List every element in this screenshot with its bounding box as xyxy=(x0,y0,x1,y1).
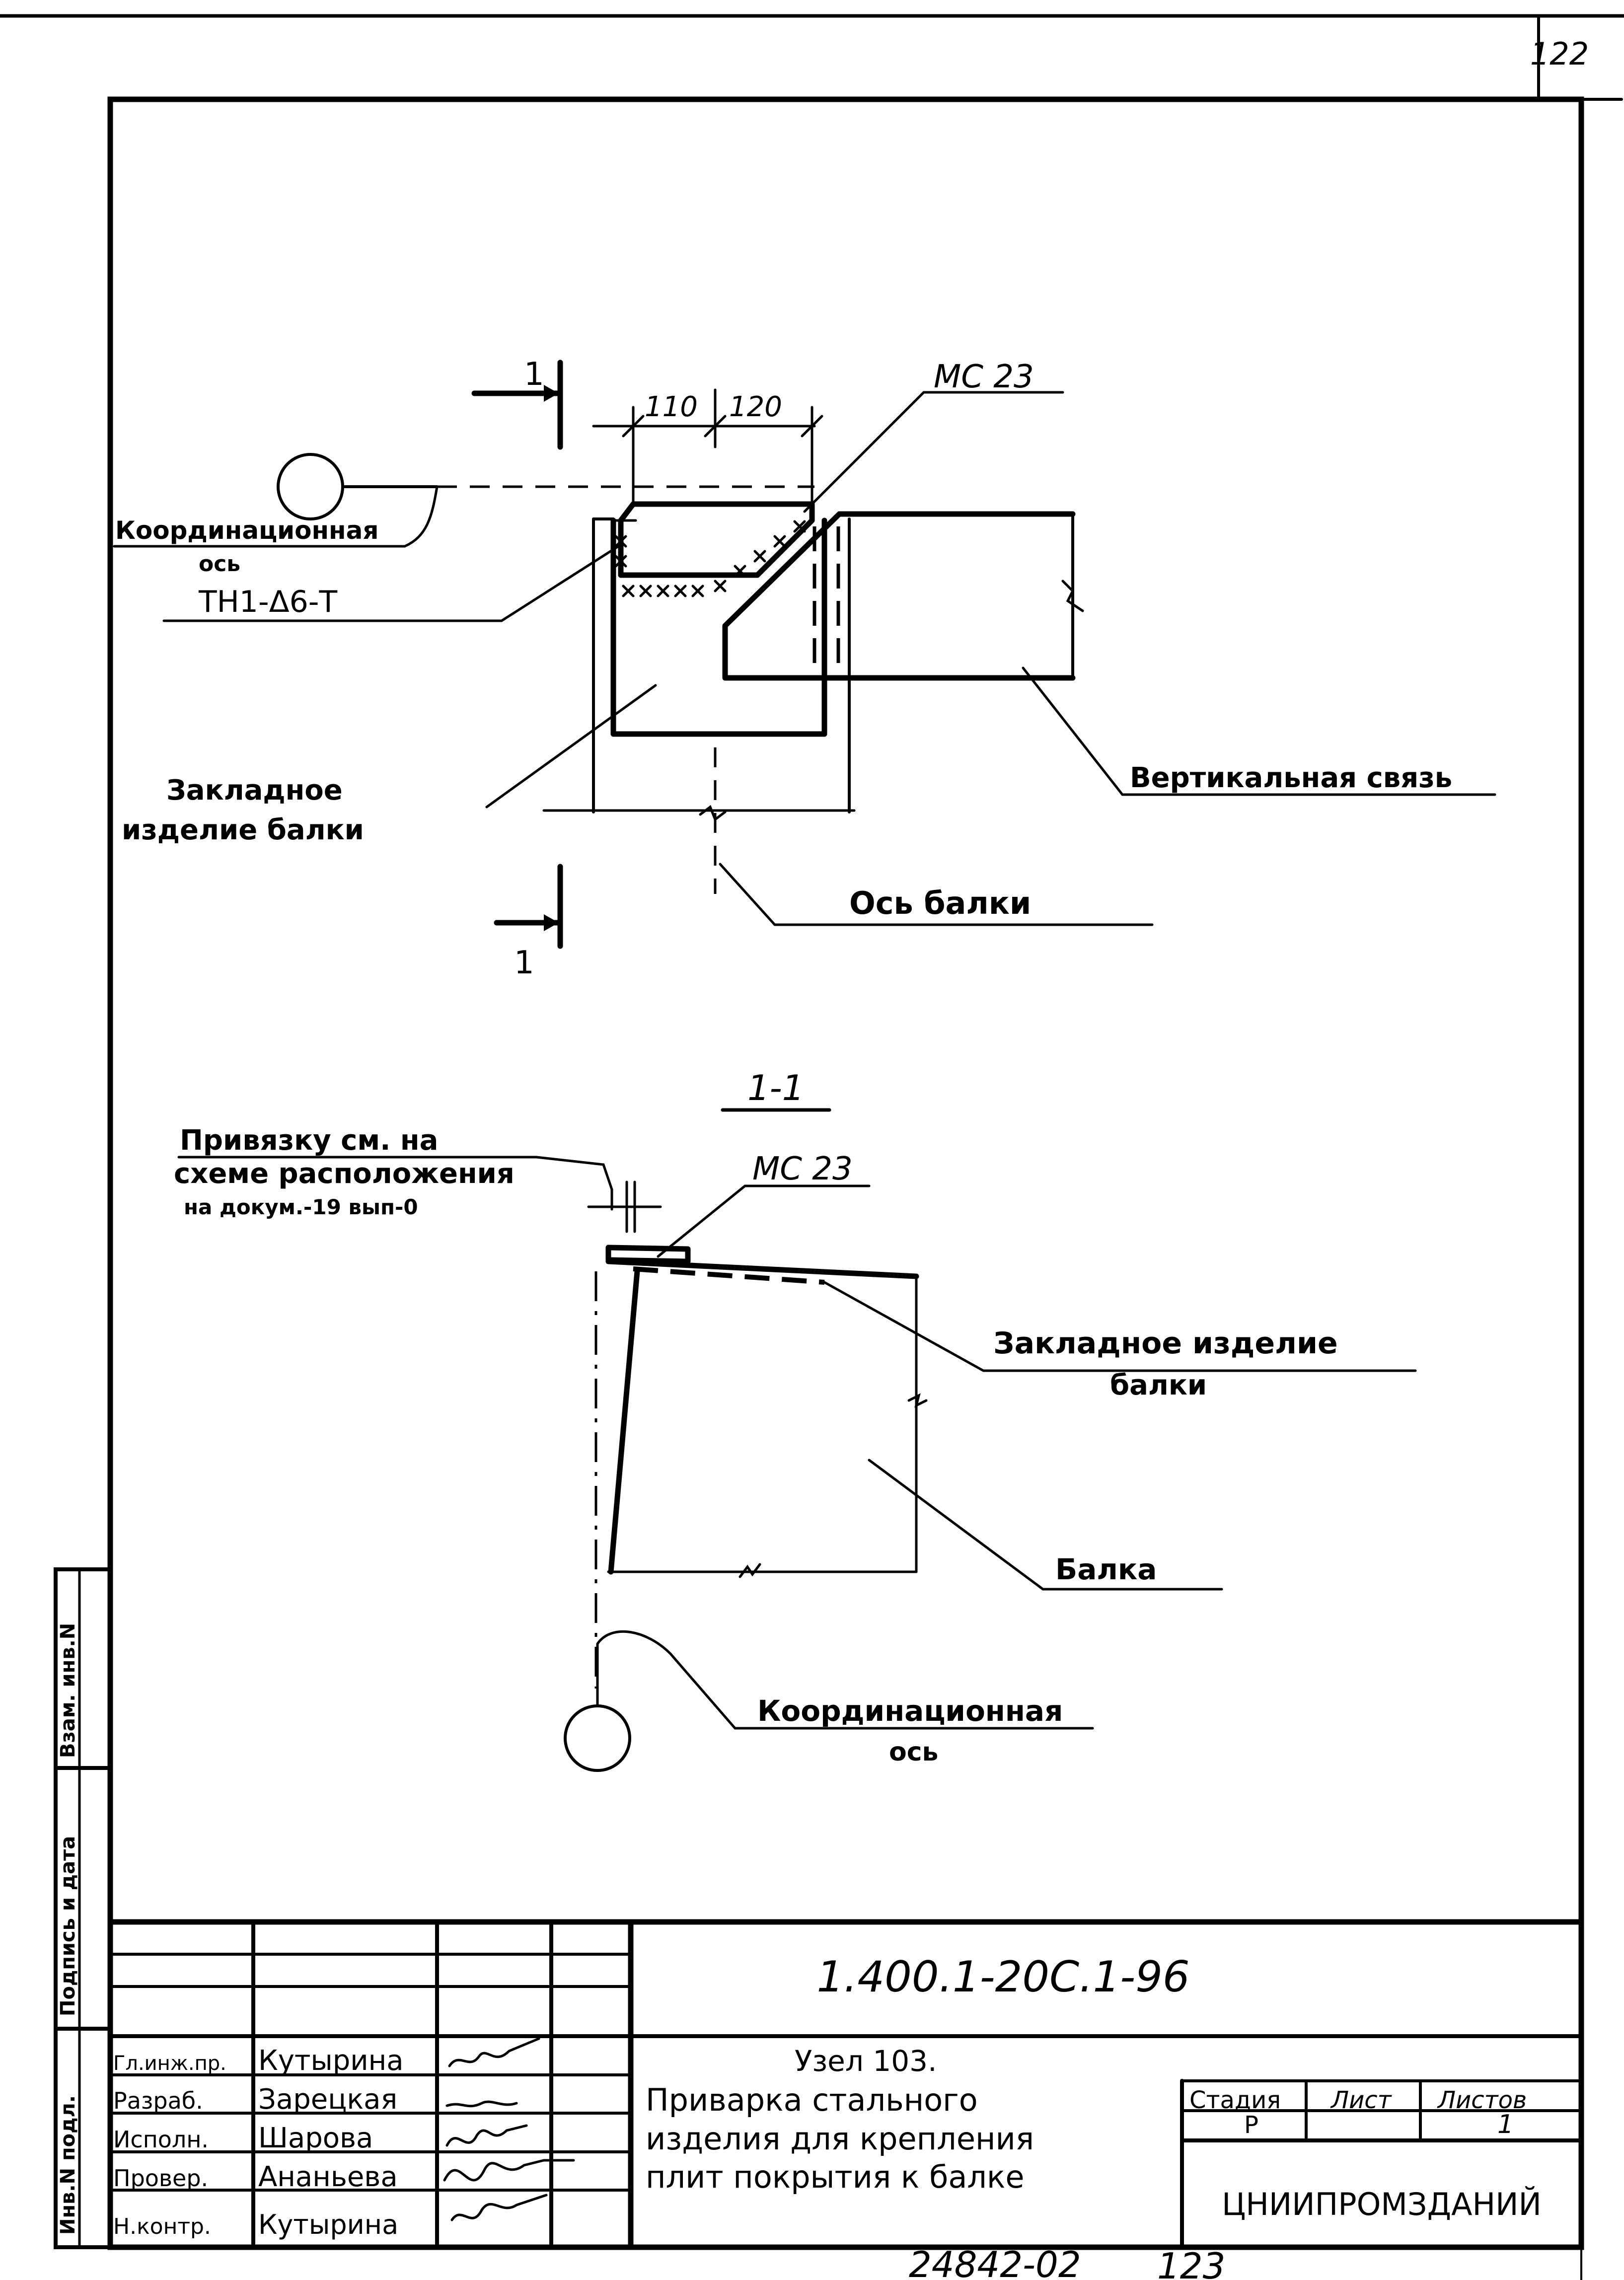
sheets-header: Листов xyxy=(1437,2086,1527,2114)
role-4: Н.контр. xyxy=(113,2214,211,2239)
name-2: Шарова xyxy=(258,2122,373,2154)
embedded-label-section-2: балки xyxy=(1110,1369,1207,1401)
dimension-120: 120 xyxy=(729,391,782,423)
title-line-3: изделия для крепления xyxy=(646,2121,1034,2157)
footer-right: 123 xyxy=(1157,2245,1225,2280)
side-stamp-podpis: Подпись и дата xyxy=(57,1836,79,2016)
weld-mark-plan: МС 23 xyxy=(934,359,1034,395)
footer-left: 24842-02 xyxy=(909,2244,1081,2280)
title-line-2: Приварка стального xyxy=(646,2082,978,2118)
organization: ЦНИИПРОМЗДАНИЙ xyxy=(1222,2186,1542,2222)
name-3: Ананьева xyxy=(258,2161,398,2193)
role-1: Разраб. xyxy=(113,2087,203,2114)
sheets-value: 1 xyxy=(1497,2110,1514,2139)
role-3: Провер. xyxy=(113,2165,208,2192)
beam-axis-label: Ось балки xyxy=(849,885,1031,921)
weld-symbol: ТН1-Δ6-Т xyxy=(198,585,337,619)
side-stamp-vzam: Взам. инв.N xyxy=(57,1623,79,1758)
name-1: Зарецкая xyxy=(258,2083,397,2116)
name-0: Кутырина xyxy=(258,2045,404,2077)
sheet-header: Лист xyxy=(1330,2086,1393,2114)
document-code: 1.400.1-20С.1-96 xyxy=(816,1952,1189,2002)
side-stamp xyxy=(54,1567,112,2249)
embedded-label-section: Закладное изделие xyxy=(993,1326,1338,1361)
note-line-1: Привязку см. на xyxy=(180,1124,438,1157)
note-line-2: схеме расположения xyxy=(174,1158,515,1190)
sheet-frame xyxy=(0,14,1624,2280)
role-0: Гл.инж.пр. xyxy=(113,2052,226,2075)
signatures xyxy=(443,2037,575,2221)
vertical-brace-label: Вертикальная связь xyxy=(1130,762,1452,794)
coord-axis-label-plan: Координационная xyxy=(115,516,378,545)
section-view xyxy=(177,1108,1417,1772)
section-title: 1-1 xyxy=(747,1068,804,1108)
stage-header: Стадия xyxy=(1189,2086,1281,2114)
section-mark-top: 1 xyxy=(524,356,544,393)
note-line-3: на докум.-19 вып-0 xyxy=(184,1195,418,1219)
role-2: Исполн. xyxy=(113,2126,209,2153)
title-block xyxy=(107,1919,1584,2250)
coord-axis-label-section: Координационная xyxy=(757,1694,1063,1728)
sheet-number-top: 122 xyxy=(1530,36,1589,72)
plan-view xyxy=(113,360,1496,949)
beam-label: Балка xyxy=(1055,1552,1157,1586)
stage-value: Р xyxy=(1244,2111,1258,2139)
coord-axis-label-section-2: ось xyxy=(889,1737,938,1767)
section-mark-bottom: 1 xyxy=(514,945,534,981)
weld-mark-section: МС 23 xyxy=(752,1151,853,1187)
embedded-label-plan-2: изделие балки xyxy=(122,814,364,846)
coord-axis-label-plan-2: ось xyxy=(199,551,240,577)
dimension-110: 110 xyxy=(645,391,698,423)
side-stamp-inv-podl: Инв.N подл. xyxy=(57,2095,79,2235)
embedded-label-plan: Закладное xyxy=(166,774,343,807)
title-line-4: плит покрытия к балке xyxy=(646,2159,1025,2195)
title-line-1: Узел 103. xyxy=(795,2044,937,2078)
name-4: Кутырина xyxy=(258,2209,398,2240)
